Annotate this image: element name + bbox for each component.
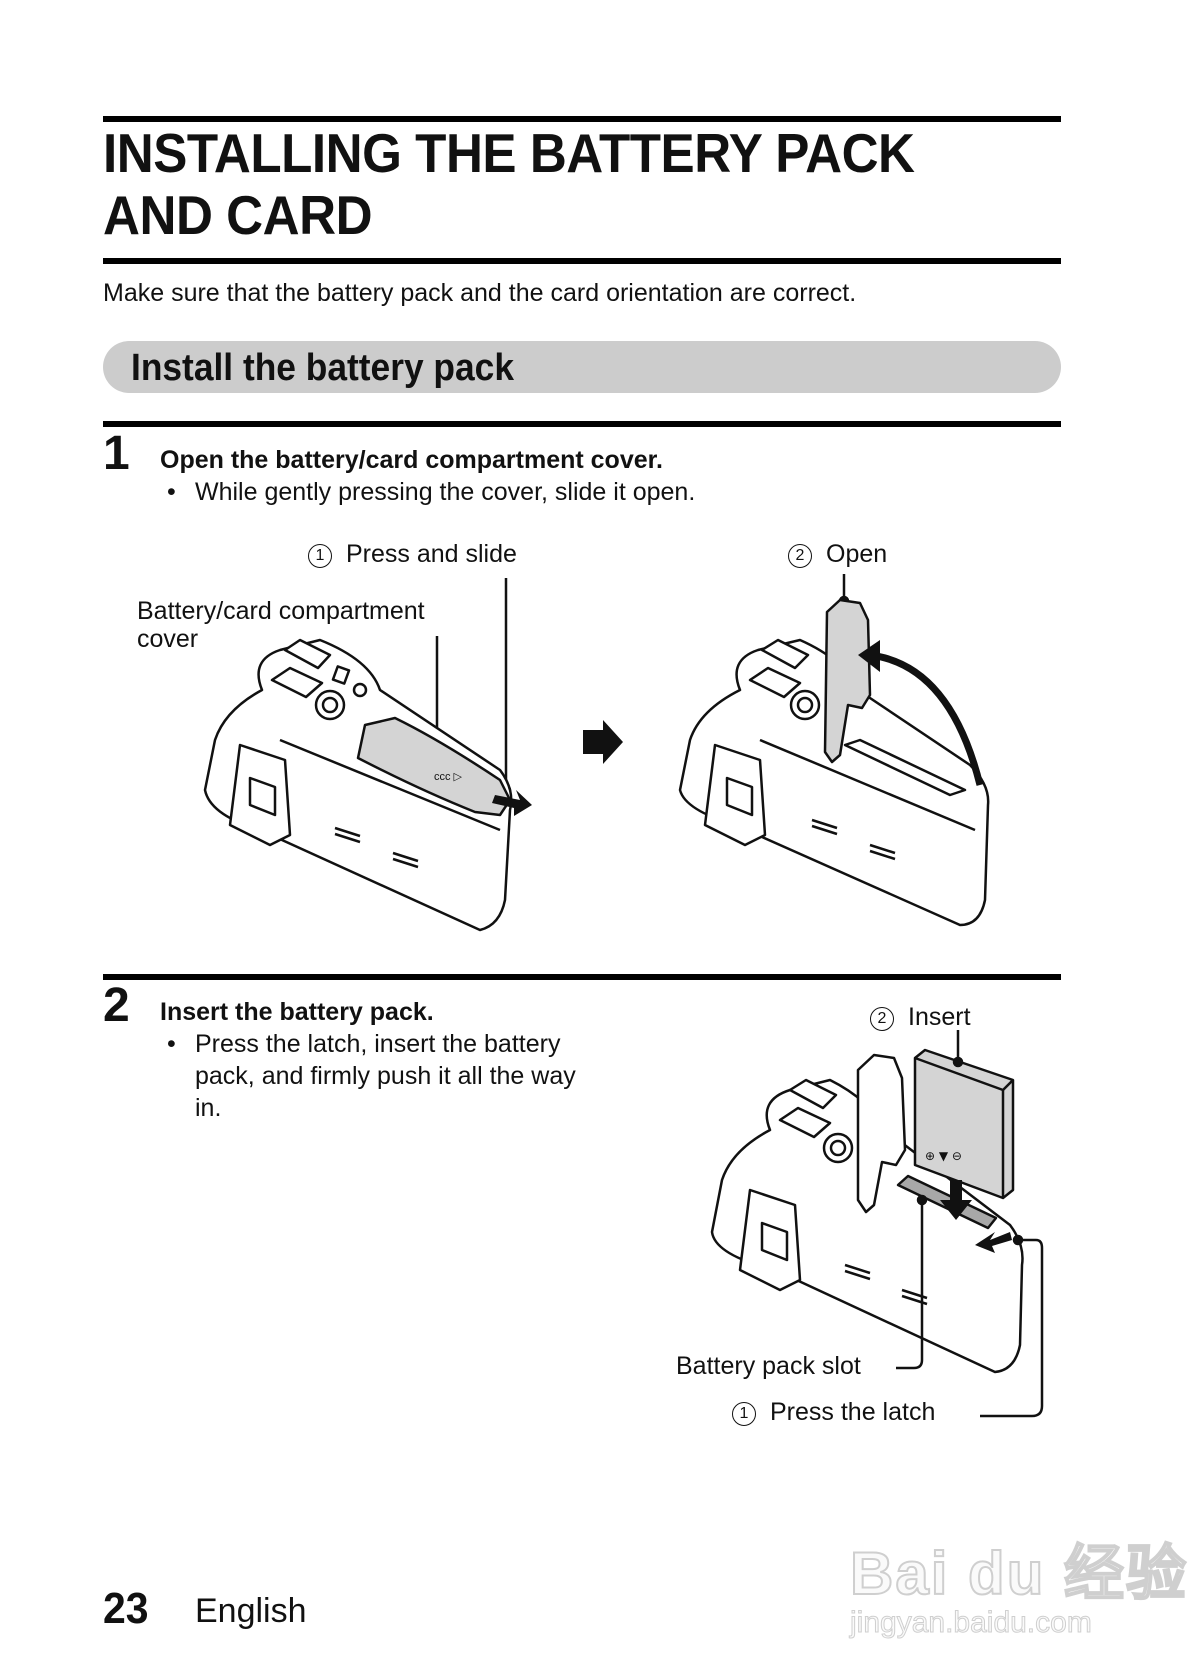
watermark-brand: Bai du 经验 bbox=[849, 1539, 1189, 1608]
circled-number-2: 2 bbox=[788, 544, 812, 568]
page-language: English bbox=[195, 1592, 307, 1630]
step-2-rule bbox=[103, 974, 1061, 980]
bullet-dot: • bbox=[167, 478, 176, 506]
watermark-url: jingyan.baidu.com bbox=[849, 1606, 1092, 1640]
slide-arrow bbox=[492, 790, 532, 816]
intro-text: Make sure that the battery pack and the … bbox=[103, 279, 857, 307]
page-title: INSTALLING THE BATTERY PACK AND CARD bbox=[103, 122, 915, 246]
step-1-bullet: • While gently pressing the cover, slide… bbox=[167, 478, 696, 506]
baidu-watermark: Bai du 经验 jingyan.baidu.com bbox=[849, 1525, 1189, 1640]
section-heading-bar: Install the battery pack bbox=[103, 341, 1061, 393]
insert-arrow bbox=[940, 1180, 972, 1220]
page-number: 23 bbox=[103, 1584, 149, 1633]
step-2-number: 2 bbox=[103, 979, 130, 1032]
next-step-arrow bbox=[583, 720, 623, 764]
label-battery-pack-slot: Battery pack slot bbox=[676, 1352, 861, 1380]
step-1-rule bbox=[103, 421, 1061, 427]
circled-number-1: 1 bbox=[308, 544, 332, 568]
title-underline-rule bbox=[103, 258, 1061, 264]
circled-number-2: 2 bbox=[870, 1007, 894, 1031]
label-compartment-cover: Battery/card compartment cover bbox=[137, 597, 425, 653]
top-rule bbox=[103, 116, 1061, 122]
circled-number-1: 1 bbox=[732, 1402, 756, 1426]
svg-text:⊕ ▼ ⊖: ⊕ ▼ ⊖ bbox=[925, 1149, 962, 1163]
open-arc-arrow bbox=[869, 651, 984, 786]
step-1-heading: Open the battery/card compartment cover. bbox=[160, 446, 663, 474]
step-2-heading: Insert the battery pack. bbox=[160, 998, 434, 1026]
step-1-number: 1 bbox=[103, 427, 130, 480]
bullet-dot: • bbox=[167, 1030, 176, 1058]
section-heading: Install the battery pack bbox=[131, 347, 514, 389]
latch-arrow bbox=[975, 1232, 1012, 1253]
step-2-bullet: • Press the latch, insert the battery pa… bbox=[167, 1030, 576, 1122]
svg-text:ccc ▷: ccc ▷ bbox=[434, 771, 463, 783]
